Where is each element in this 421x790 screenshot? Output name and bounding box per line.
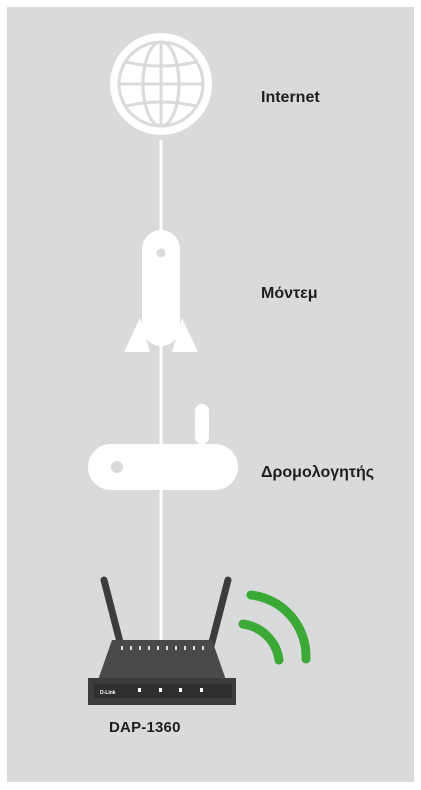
wifi-signal-icon [243, 595, 306, 660]
globe-icon [110, 33, 212, 135]
modem-label: Μόντεμ [261, 285, 318, 303]
internet-label: Internet [261, 89, 320, 107]
brand-logo: D-Link [100, 690, 116, 696]
device-model-label: DAP-1360 [109, 719, 181, 736]
router-icon [88, 404, 238, 490]
router-label: Δρομολογητής [261, 464, 374, 482]
modem-icon [124, 230, 198, 352]
